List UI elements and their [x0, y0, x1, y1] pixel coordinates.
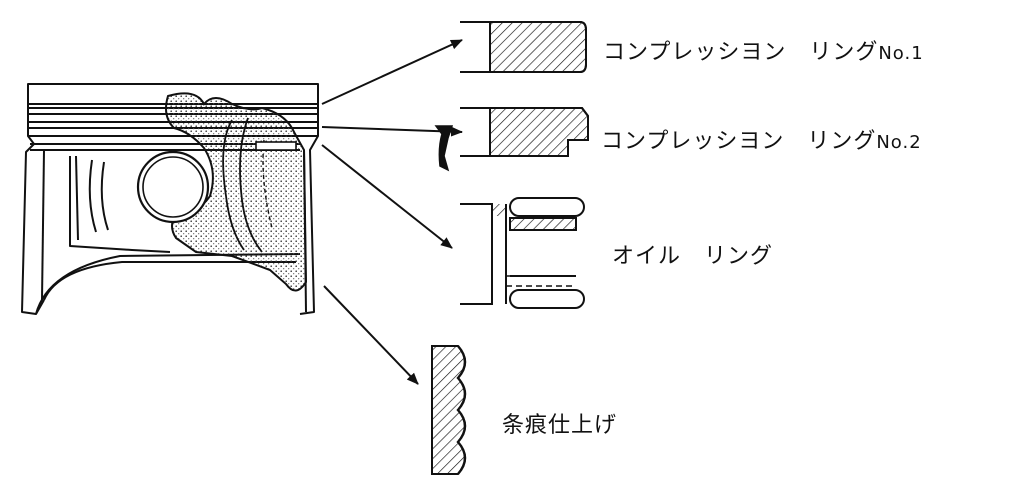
label-compression-ring-2: コンプレッシヨン リングNo.2: [601, 123, 922, 155]
oil-ring-section: [460, 197, 585, 309]
arrow-to-ring1: [321, 39, 463, 105]
ring2-section: [434, 107, 589, 172]
arrow-to-surface-finish: [323, 285, 419, 385]
arrow-to-oil-ring: [321, 144, 453, 249]
leader-arrows: [321, 39, 463, 385]
ring1-name: コンプレッシヨン リング: [603, 40, 879, 65]
label-oil-ring: オイル リング: [612, 244, 774, 269]
ring2-name: コンプレッシヨン リング: [601, 129, 877, 154]
piston-cross-section: [21, 83, 319, 315]
ring1-section: [460, 21, 587, 73]
surface-finish-profile: [431, 345, 467, 475]
ring2-mark: [434, 125, 454, 172]
label-compression-ring-1: コンプレッシヨン リングNo.1: [603, 34, 924, 66]
piston-section-area: [165, 92, 308, 292]
label-surface-finish: 条痕仕上げ: [502, 413, 618, 438]
piston-pin: [136, 150, 210, 224]
ring2-number: No.2: [876, 132, 922, 153]
ring1-number: No.1: [878, 43, 924, 64]
arrow-to-ring2: [321, 126, 463, 137]
